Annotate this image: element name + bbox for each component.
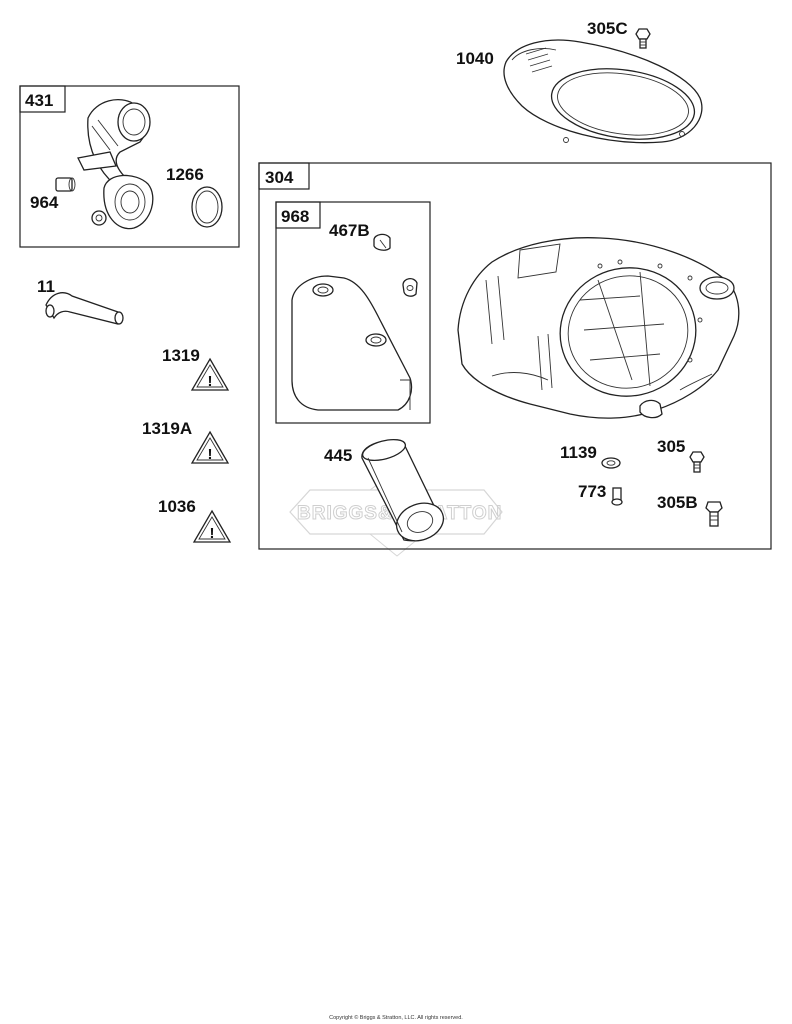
pin-773-part[interactable] (611, 487, 623, 506)
callout-467B: 467B (329, 221, 370, 240)
callout-773: 773 (578, 482, 606, 501)
callout-1139: 1139 (560, 443, 597, 462)
clip-467B-part[interactable] (373, 233, 391, 251)
warning-icon: ! (208, 446, 213, 463)
warning-decal-1319-part[interactable]: ! (190, 357, 230, 391)
blower-housing-304-part[interactable] (457, 237, 740, 419)
callout-1319: 1319 (162, 346, 200, 365)
screw-305B-part[interactable] (705, 501, 723, 527)
o-ring-1266-part[interactable] (191, 186, 223, 228)
callout-1266: 1266 (166, 165, 204, 184)
box-label-431: 431 (25, 91, 53, 110)
callout-1319A: 1319A (142, 419, 192, 438)
warning-decal-1319A-part[interactable]: ! (190, 430, 230, 464)
callout-1040: 1040 (456, 49, 494, 68)
washer-1139-part[interactable] (601, 457, 621, 469)
callout-1036: 1036 (158, 497, 196, 516)
warning-decal-1036-part[interactable]: ! (192, 509, 232, 543)
breather-tube-11-part[interactable] (45, 292, 124, 325)
air-guide-elbow-part[interactable] (77, 99, 154, 230)
callout-445: 445 (324, 446, 352, 465)
callout-305B: 305B (657, 493, 698, 512)
box-label-304: 304 (265, 168, 294, 187)
blower-housing-cover-1040-part[interactable] (503, 39, 703, 148)
filter-445-part[interactable] (360, 436, 448, 548)
box-431: 431 964 1266 (19, 85, 240, 248)
warning-icon: ! (208, 373, 213, 390)
screw-305-part[interactable] (689, 451, 705, 473)
callout-964: 964 (30, 193, 59, 212)
box-label-968: 968 (281, 207, 309, 226)
warning-icon: ! (210, 525, 215, 542)
screw-305C-part[interactable] (635, 28, 651, 49)
retainer-part[interactable] (402, 278, 418, 297)
box-304: 304 968 467B (258, 162, 772, 550)
callout-11: 11 (37, 277, 55, 296)
copyright-text: Copyright © Briggs & Stratton, LLC. All … (329, 1015, 463, 1021)
grommet-964-part[interactable] (55, 177, 76, 192)
cover-968-part[interactable] (291, 275, 413, 411)
callout-305: 305 (657, 437, 685, 456)
callout-305C: 305C (587, 19, 628, 38)
